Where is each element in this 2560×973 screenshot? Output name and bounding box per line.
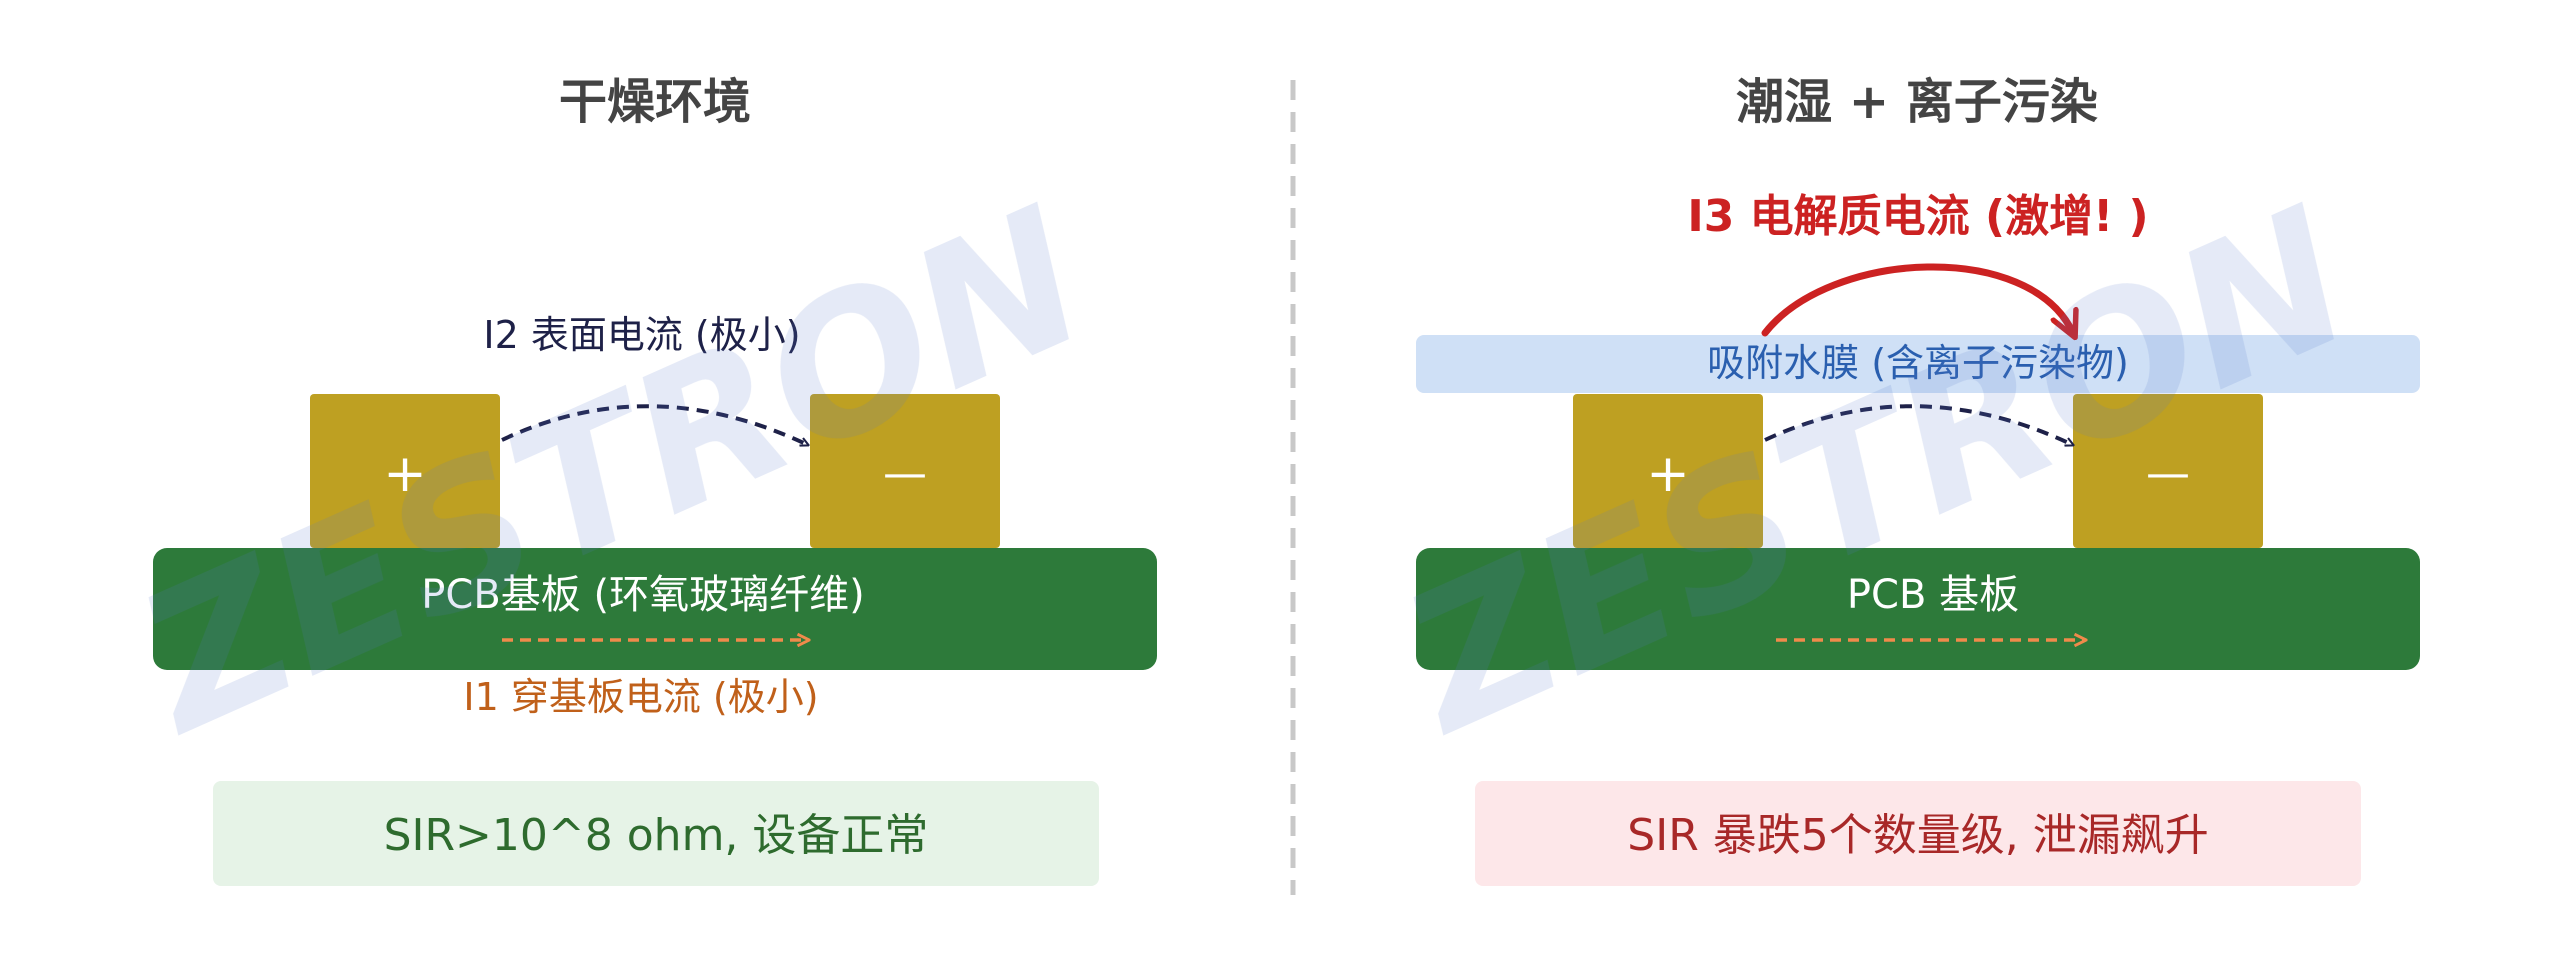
substrate-current-label: I1 穿基板电流 (极小)	[463, 675, 818, 719]
right-electrode-plus	[1573, 394, 1763, 548]
right-panel: 潮湿 + 离子污染 I3 电解质电流 (激增! ) PCB 基板 吸附水膜 (含…	[1416, 74, 2420, 886]
right-pcb-substrate	[1416, 548, 2420, 670]
left-electrode-plus	[310, 394, 500, 548]
left-electrode-minus	[810, 394, 1000, 548]
right-status-box	[1475, 781, 2361, 886]
electrolyte-current-label: I3 电解质电流 (激增! )	[1687, 191, 2148, 242]
left-panel: 干燥环境 I2 表面电流 (极小) PCB基板 (环氧玻璃纤维) + — I1 …	[153, 74, 1157, 886]
left-title: 干燥环境	[559, 74, 751, 130]
water-film-label: 吸附水膜 (含离子污染物)	[1707, 341, 2129, 385]
left-pcb-substrate	[153, 548, 1157, 670]
right-electrode-minus-sign: —	[2146, 448, 2190, 499]
left-status-text: SIR>10^8 ohm, 设备正常	[384, 810, 929, 861]
left-electrode-plus-sign: +	[383, 444, 427, 504]
right-electrode-minus	[2073, 394, 2263, 548]
surface-current-label: I2 表面电流 (极小)	[483, 313, 800, 357]
water-film	[1416, 335, 2420, 393]
right-surface-current-arrow	[1764, 404, 2073, 447]
left-substrate-label: PCB基板 (环氧玻璃纤维)	[421, 572, 864, 618]
surface-current-arrow	[501, 404, 808, 447]
left-status-box	[213, 781, 1099, 886]
left-electrode-minus-sign: —	[883, 448, 927, 499]
right-title: 潮湿 + 离子污染	[1736, 74, 2098, 130]
electrolyte-current-arrow	[1761, 263, 2073, 333]
watermark-layer: ZESTRON ZESTRON	[107, 166, 2381, 777]
right-status-text: SIR 暴跌5个数量级, 泄漏飙升	[1627, 810, 2208, 861]
right-electrode-plus-sign: +	[1646, 444, 1690, 504]
right-substrate-label: PCB 基板	[1847, 572, 2019, 618]
